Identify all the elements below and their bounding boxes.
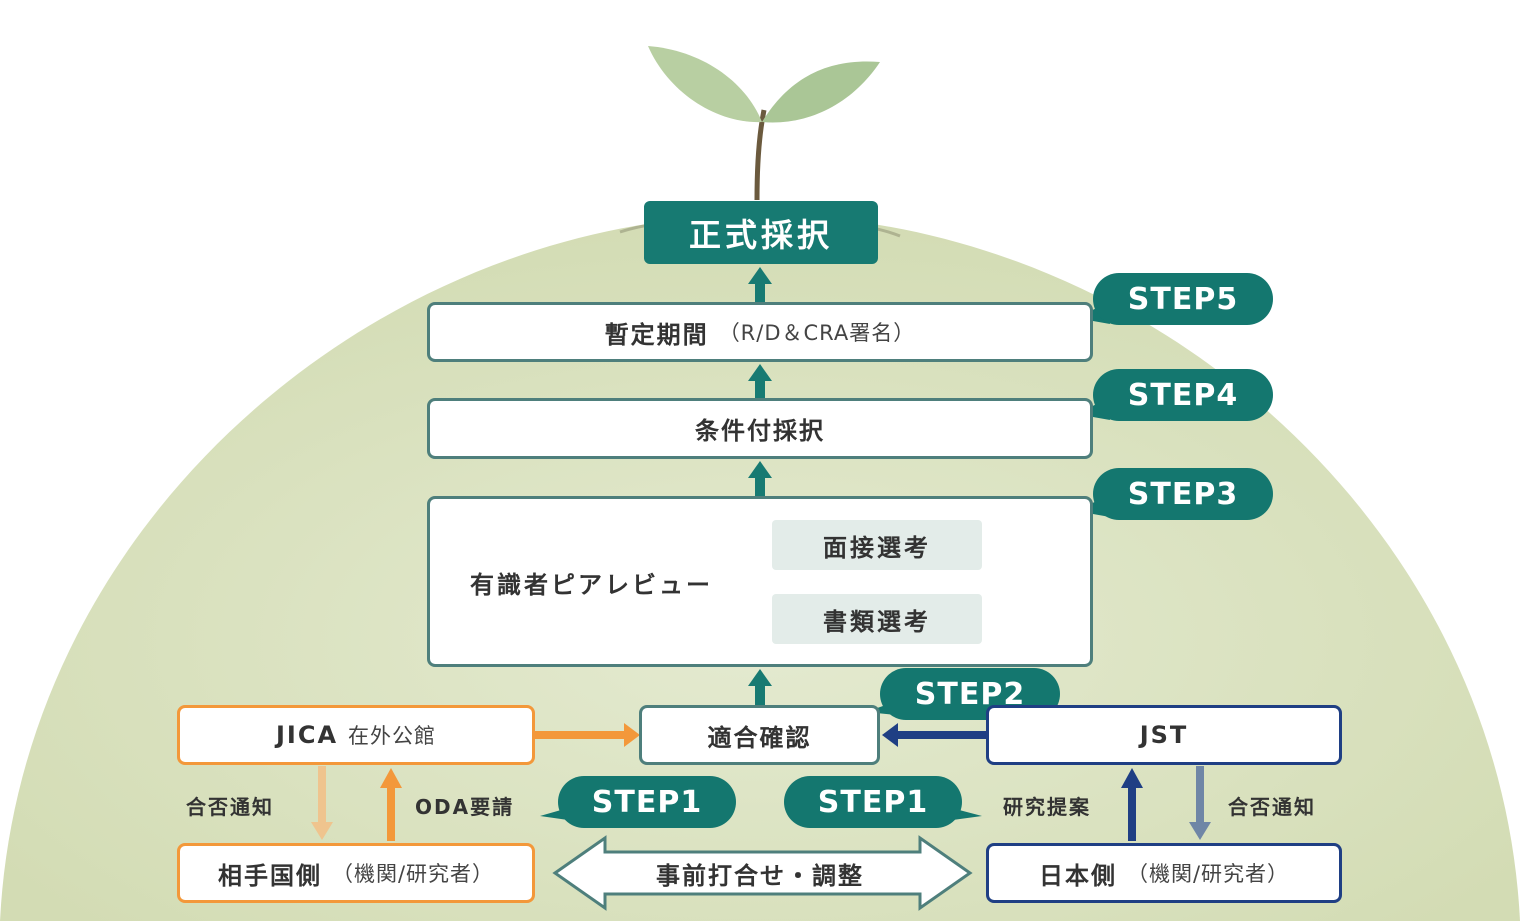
step1-right-badge: STEP1 [784, 776, 962, 828]
japan-side-sublabel: （機関/研究者） [1126, 862, 1290, 886]
left-up-arrow [380, 768, 402, 841]
step4-title: 条件付採択 [695, 417, 825, 445]
formal-adoption-box: 正式採択 [644, 201, 878, 264]
jst-to-confirm-arrow [882, 723, 987, 747]
jica-to-confirm-arrow [535, 723, 640, 747]
right-result-notice-label: 合否通知 [1228, 795, 1316, 819]
partner-country-sublabel: （機関/研究者） [331, 862, 495, 886]
research-proposal-label: 研究提案 [1003, 795, 1091, 819]
step3-box [427, 496, 1093, 667]
interview-stage: 面接選考 [772, 520, 982, 570]
double-arrow-shape [552, 835, 973, 911]
japan-side-box: 日本側 （機関/研究者） [986, 843, 1342, 903]
jica-box: JICA 在外公館 [177, 705, 535, 765]
right-down-arrow [1189, 766, 1211, 840]
step2-title: 適合確認 [707, 723, 812, 752]
document-stage: 書類選考 [772, 594, 982, 644]
peer-review-label: 有識者ピアレビュー [470, 571, 713, 599]
left-result-notice-label: 合否通知 [186, 795, 274, 819]
step1-left-badge: STEP1 [558, 776, 736, 828]
step3-badge: STEP3 [1093, 468, 1273, 520]
jst-label: JST [1139, 721, 1189, 749]
jst-box: JST [986, 705, 1342, 765]
jica-sublabel: 在外公館 [348, 724, 437, 748]
oda-request-label: ODA要請 [415, 795, 515, 819]
prior-consultation-label: 事前打合せ・調整 [656, 861, 864, 890]
partner-country-label: 相手国側 [217, 861, 322, 890]
step5-title: 暫定期間 [604, 320, 709, 349]
step4-box: 条件付採択 [427, 398, 1093, 459]
japan-side-label: 日本側 [1038, 861, 1117, 890]
step4-badge: STEP4 [1093, 369, 1273, 421]
step5-badge: STEP5 [1093, 273, 1273, 325]
left-down-arrow [311, 766, 333, 840]
jica-label: JICA [275, 721, 339, 749]
step2-box: 適合確認 [639, 705, 880, 765]
step5-box: 暫定期間 （R/D＆CRA署名） [427, 302, 1093, 362]
partner-country-box: 相手国側 （機関/研究者） [177, 843, 535, 903]
right-up-arrow [1121, 768, 1143, 841]
step5-subtitle: （R/D＆CRA署名） [718, 321, 916, 345]
